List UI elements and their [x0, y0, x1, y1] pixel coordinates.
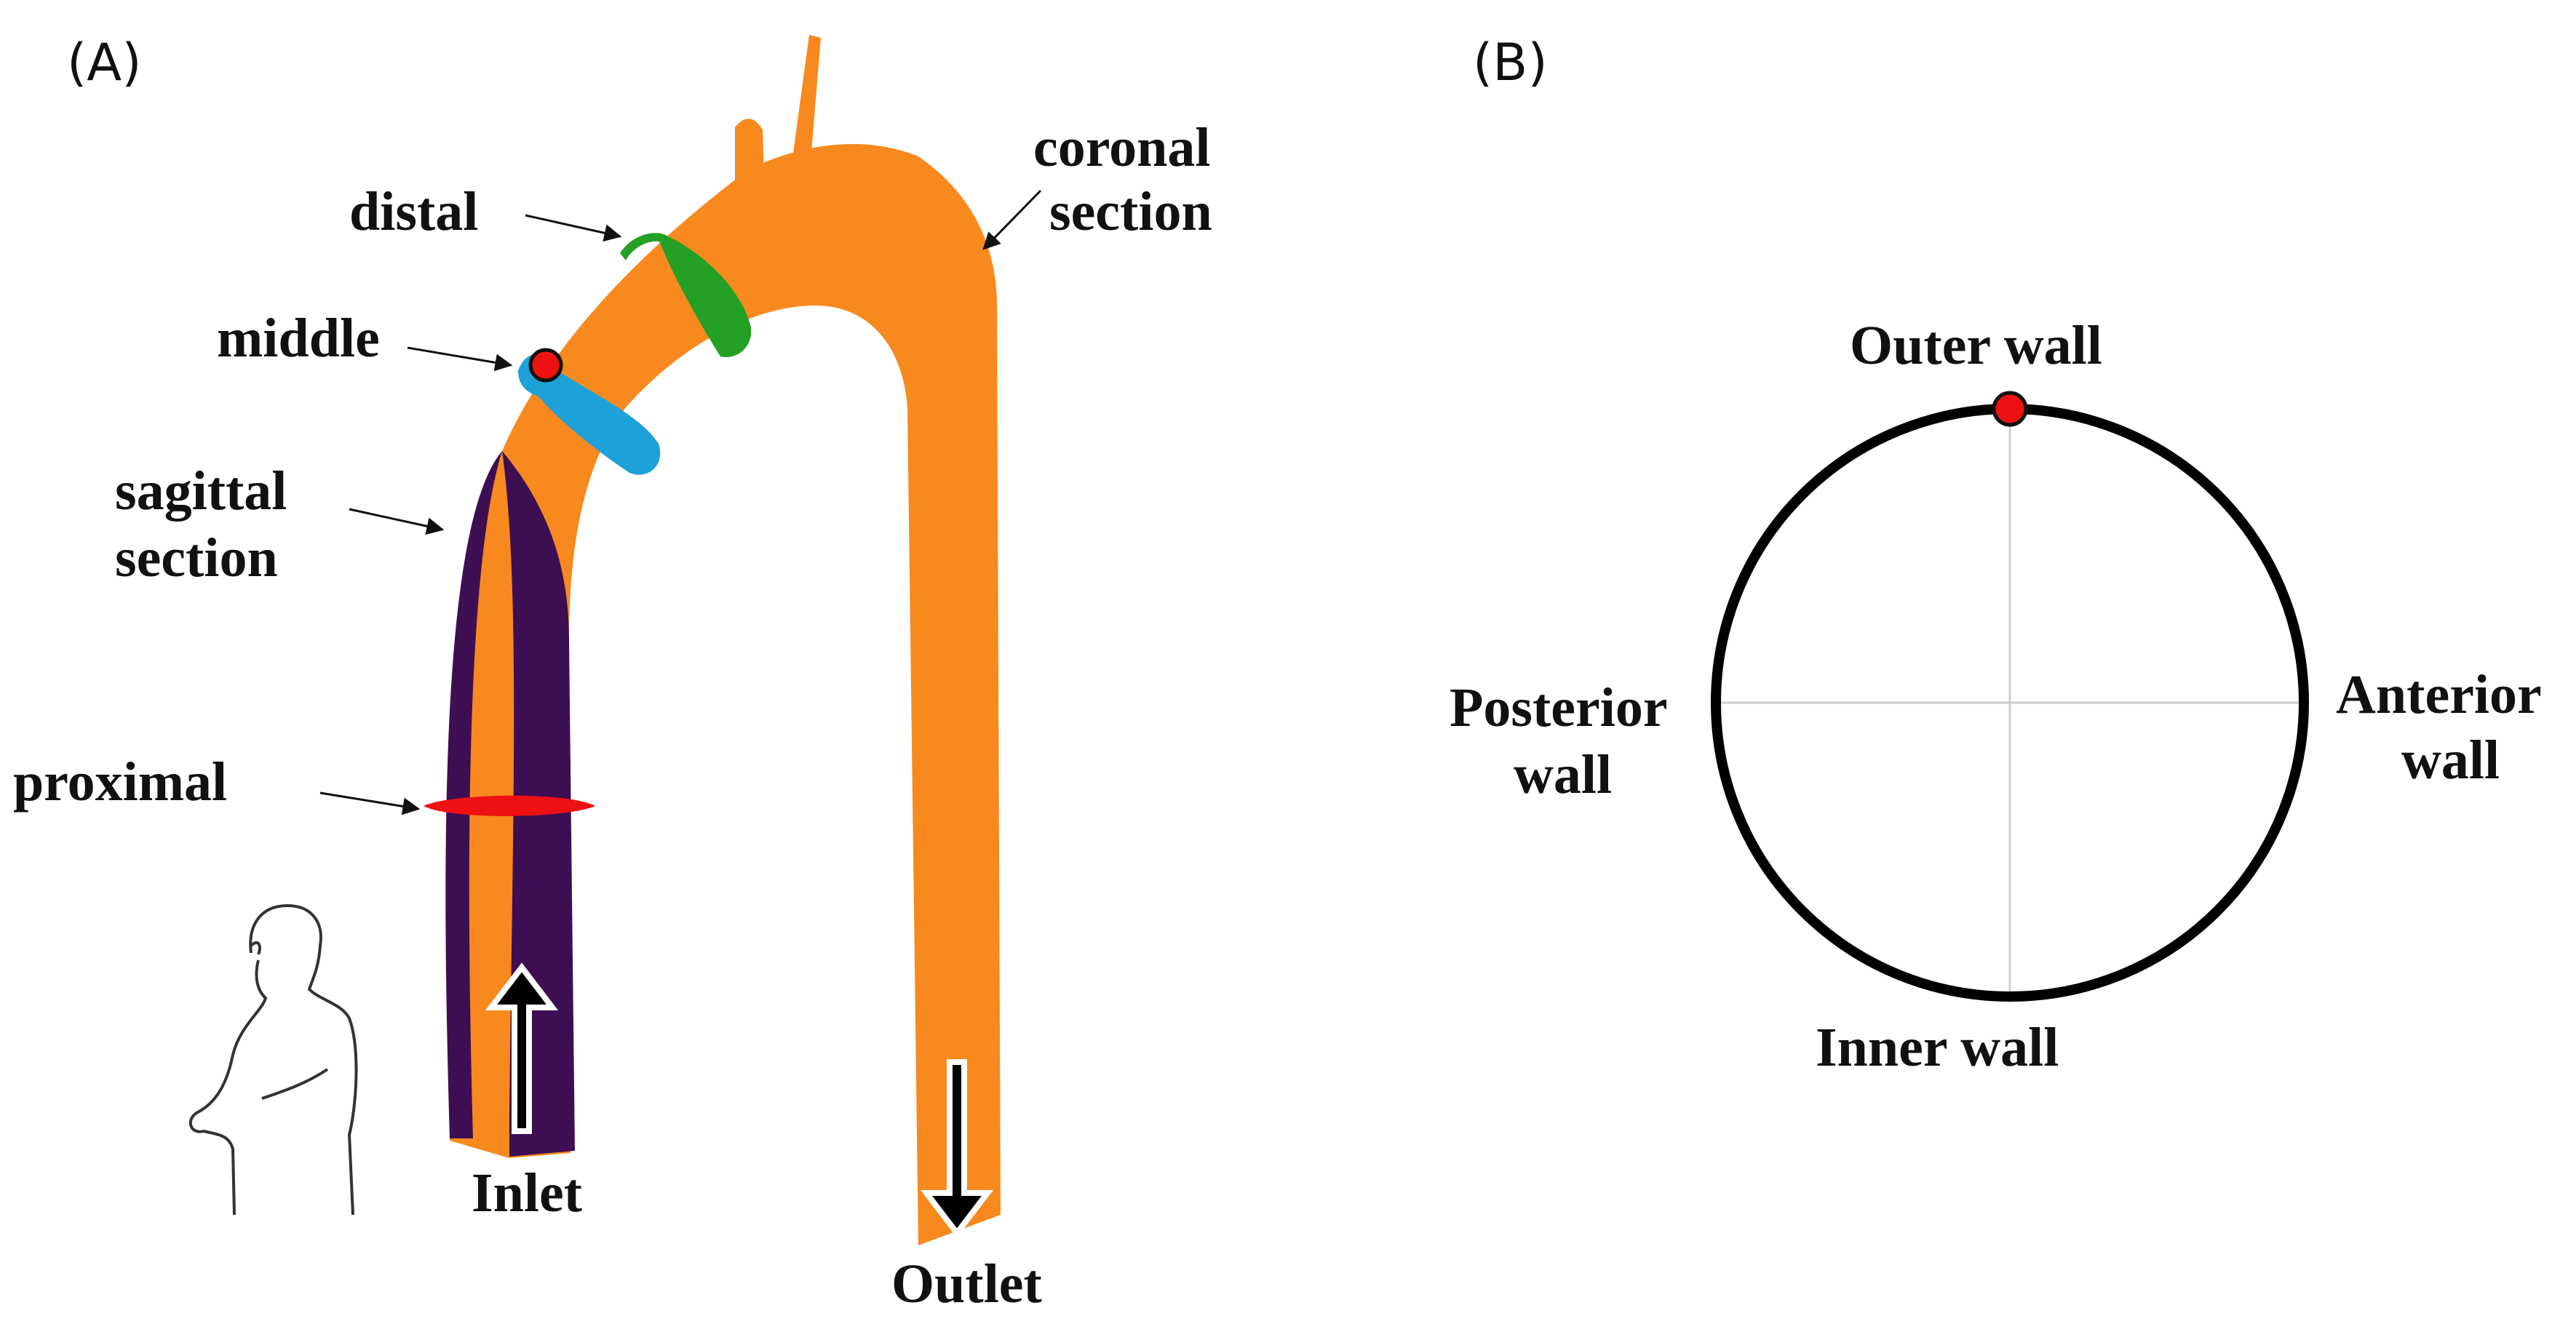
outlet-arrow [920, 1059, 994, 1238]
outer-wall-marker-a [528, 348, 563, 383]
inner-wall-label: Inner wall [1816, 1017, 2059, 1078]
panel-b: (B) Outer wall Inner wall Posterior wall… [1450, 33, 2542, 1078]
observer-figure-icon [188, 903, 358, 1216]
coronal-leader [982, 189, 1042, 250]
panel-a-label: (A) [67, 33, 142, 92]
anterior-wall-label-line1: Anterior [2336, 664, 2542, 725]
proximal-leader [319, 791, 421, 815]
sagittal-leader [349, 508, 445, 535]
outlet-label: Outlet [891, 1253, 1042, 1314]
inlet-label: Inlet [472, 1162, 582, 1224]
coronal-label-line1: coronal [1033, 117, 1210, 178]
anterior-wall-label-line2: wall [2401, 730, 2500, 791]
outer-wall-label: Outer wall [1850, 315, 2102, 376]
middle-section [518, 354, 661, 475]
distal-label: distal [349, 181, 478, 242]
distal-section [620, 233, 752, 357]
inlet-arrow [485, 962, 559, 1134]
sagittal-label-line2: section [115, 527, 278, 588]
distal-leader [525, 214, 622, 242]
coronal-label-line2: section [1049, 181, 1212, 242]
posterior-wall-label-line2: wall [1514, 744, 1612, 805]
proximal-label: proximal [13, 751, 227, 813]
outer-wall-marker-b [1992, 391, 2028, 427]
posterior-wall-label-line1: Posterior [1450, 677, 1668, 738]
middle-leader [407, 346, 513, 372]
panel-a: (A) [13, 33, 1212, 1314]
middle-label: middle [217, 308, 380, 369]
sagittal-section [445, 451, 502, 1138]
panel-b-label: (B) [1473, 33, 1548, 92]
sagittal-label-line1: sagittal [115, 460, 287, 522]
proximal-section [424, 795, 595, 816]
